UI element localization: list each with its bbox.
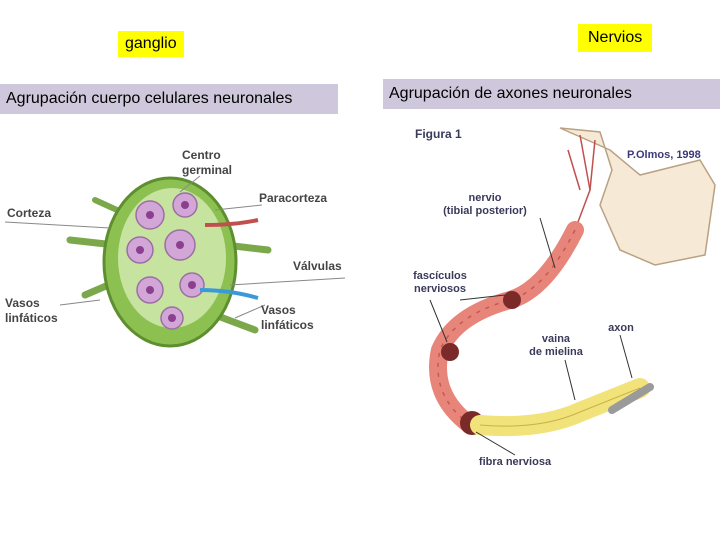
label-paracorteza: Paracorteza — [259, 191, 328, 205]
tibial-nerve-branches — [567, 134, 596, 231]
label-fasciculos: fascículos nerviosos — [413, 270, 467, 295]
efferent-artery — [204, 218, 259, 227]
label-centro-germinal: Centro germinal — [182, 148, 233, 177]
label-figura: Figura 1 — [415, 127, 462, 141]
label-vasos-linfaticos-left: Vasos linfáticos — [5, 296, 58, 325]
label-corteza: Corteza — [7, 206, 52, 220]
label-valvulas: Válvulas — [293, 259, 342, 273]
nervios-subtitle: Agrupación de axones neuronales — [383, 79, 720, 109]
nerve-trunk — [429, 221, 584, 434]
label-vasos-linfaticos-right: Vasos linfáticos — [261, 303, 314, 332]
foot-shape — [559, 127, 716, 266]
nervios-title: Nervios — [578, 24, 653, 52]
axon-core — [608, 383, 654, 414]
label-fibra: fibra nerviosa — [478, 456, 552, 468]
label-nervio: nervio (tibial posterior) — [443, 192, 527, 217]
ganglio-title: ganglio — [118, 31, 184, 57]
germinal-nuclei — [136, 201, 196, 322]
label-axon: axon — [608, 322, 634, 334]
label-author: P.Olmos, 1998 — [627, 149, 701, 161]
ganglio-subtitle: Agrupación cuerpo celulares neuronales — [0, 84, 338, 114]
germinal-centers — [126, 192, 205, 330]
efferent-vein — [199, 288, 259, 300]
label-vaina: vaina de mielina — [529, 333, 583, 358]
